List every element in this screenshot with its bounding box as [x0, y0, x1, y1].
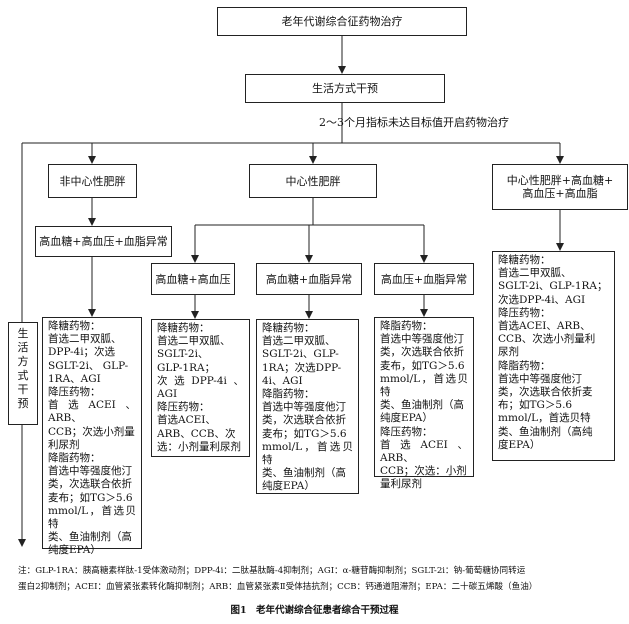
branch-3-label: 高血压+血脂异常 — [380, 272, 468, 286]
lifestyle-side-char: 方 — [17, 355, 29, 368]
drug-text-line: SGLT-2i、GLP- — [262, 348, 339, 361]
drug-text-line: 降脂药物： — [498, 359, 551, 372]
drug-text-line: 类、鱼油制剂（高 — [380, 399, 464, 412]
lifestyle-side-char: 活 — [17, 341, 29, 354]
drug-text-line: 首选中等强度他汀 — [262, 401, 346, 414]
drug-text-line: 麦布；如TG＞5.6 — [48, 491, 133, 504]
drug-text-line: 降压药物： — [380, 425, 433, 438]
drug-text-line: 首选ACEI、ARB、 — [48, 399, 136, 425]
non-central-condition-box: 高血糖+高血压+血脂异常 — [35, 226, 172, 257]
central-obesity-label: 中心性肥胖 — [285, 174, 341, 188]
drug-text-line: mmol/L，首选贝特 — [48, 504, 136, 531]
drug-text-line: 首选ACEI、ARB、 — [380, 438, 468, 465]
branch-1-drug-box: 降糖药物： 首选二甲双胍、 SGLT-2i、 GLP-1RA； 次选DPP-4i… — [151, 319, 250, 457]
lifestyle-side-char: 预 — [17, 397, 29, 410]
drug-text-line: CCB；次选：小剂 — [380, 465, 467, 478]
non-central-drug-box: 降糖药物： 首选二甲双胍、 DPP-4i；次选 SGLT-2i、 GLP- 1R… — [42, 317, 142, 556]
drug-text-line: 纯度EPA） — [48, 544, 101, 557]
drug-text-line: 量利尿剂 — [380, 478, 422, 491]
central-full-label-1: 中心性肥胖+高血糖+ — [506, 174, 614, 187]
title-box: 老年代谢综合征药物治疗 — [217, 7, 467, 36]
footnote-line-1: 注：GLP-1RA：胰高糖素样肽-1受体激动剂；DPP-4i：二肽基肽酶-4抑制… — [18, 566, 526, 576]
central-full-label-2: 高血压+高血脂 — [522, 187, 598, 200]
drug-text-line: 降糖药物： — [48, 320, 101, 332]
drug-text-line: 首选二甲双胍、 — [157, 335, 231, 348]
drug-text-line: 次选DPP-4i、AGI — [498, 293, 586, 306]
condition-label: 2～3个月指标未达目标值开启药物治疗 — [319, 116, 509, 129]
branch-2-drug-box: 降糖药物： 首选二甲双胍、 SGLT-2i、GLP- 1RA；次选DPP- 4i… — [256, 319, 359, 494]
drug-text-line: 降压药物： — [498, 306, 551, 319]
drug-text-line: 类、鱼油制剂（高 — [48, 531, 132, 544]
drug-text-line: 类，次选联合依折 — [262, 414, 346, 427]
lifestyle-box: 生活方式干预 — [245, 74, 445, 103]
drug-text-line: GLP-1RA； — [157, 361, 216, 374]
drug-text-line: 4i、AGI — [262, 374, 303, 387]
drug-text-line: CCB、次选小剂量利 — [498, 333, 596, 346]
drug-text-line: mmol/L，首选贝特 — [380, 372, 468, 399]
lifestyle-side-char: 生 — [17, 327, 29, 340]
drug-text-line: 布；如TG＞5.6 — [498, 399, 573, 412]
figure-caption: 图1 老年代谢综合征患者综合干预过程 — [230, 605, 399, 616]
drug-text-line: CCB；次选小剂量 — [48, 425, 135, 438]
title-text: 老年代谢综合征药物治疗 — [281, 15, 403, 28]
drug-text-line: 首选二甲双胍、 — [48, 333, 122, 346]
drug-text-line: 选：小剂量利尿剂 — [157, 440, 241, 453]
lifestyle-side-box: 生 活 方 式 干 预 — [8, 322, 38, 425]
drug-text-line: 降糖药物： — [262, 322, 315, 334]
drug-text-line: 麦布；如TG＞5.6 — [262, 427, 347, 440]
drug-text-line: 类，次选联合依折 — [380, 346, 464, 359]
drug-text-line: 首选中等强度他汀 — [380, 333, 464, 346]
drug-text-line: SGLT-2i、 — [157, 348, 209, 361]
drug-text-line: 降脂药物： — [380, 320, 433, 332]
drug-text-line: 1RA、AGI — [48, 372, 101, 385]
drug-text-line: 首选ACEI、ARB、 — [498, 320, 591, 333]
drug-text-line: 1RA；次选DPP- — [262, 361, 342, 374]
drug-text-line: 降糖药物： — [498, 254, 551, 266]
branch-1-label: 高血糖+高血压 — [155, 272, 231, 286]
drug-text-line: 降糖药物： — [157, 322, 210, 334]
drug-text-line: SGLT-2i、 GLP- — [48, 359, 129, 372]
branch-1-box: 高血糖+高血压 — [151, 263, 235, 295]
central-full-box: 中心性肥胖+高血糖+ 高血压+高血脂 — [492, 164, 628, 210]
drug-text-line: 尿剂 — [498, 346, 519, 359]
branch-3-box: 高血压+血脂异常 — [374, 263, 474, 295]
flow-connectors — [18, 36, 564, 547]
drug-text-line: 降脂药物： — [48, 452, 101, 465]
drug-text-line: mmol/L，首选贝特 — [498, 412, 591, 425]
drug-text-line: 降压药物： — [157, 401, 210, 414]
drug-text-line: 纯度EPA） — [380, 412, 433, 425]
drug-text-line: SGLT-2i、GLP-1RA； — [498, 280, 608, 293]
drug-text-line: 首选中等强度他汀 — [48, 465, 132, 478]
drug-text-line: 首选二甲双胍、 — [498, 267, 572, 280]
drug-text-line: 类，次选联合依折 — [48, 478, 132, 491]
branch-2-label: 高血糖+血脂异常 — [265, 272, 353, 286]
drug-text-line: 降脂药物： — [262, 388, 315, 401]
drug-text-line: mmol/L，首选贝特 — [262, 440, 353, 467]
non-central-condition-label: 高血糖+高血压+血脂异常 — [39, 235, 168, 248]
drug-text-line: 首选ACEI、 — [157, 414, 216, 427]
lifestyle-text: 生活方式干预 — [312, 82, 378, 95]
non-central-obesity-label: 非中心性肥胖 — [59, 174, 126, 188]
drug-text-line: DPP-4i；次选 — [48, 346, 116, 359]
branch-2-box: 高血糖+血脂异常 — [256, 263, 362, 295]
drug-text-line: 类、鱼油制剂（高 — [262, 467, 346, 480]
drug-text-line: 麦布，如TG＞5.6 — [380, 359, 465, 372]
drug-text-line: 纯度EPA） — [262, 480, 315, 493]
drug-text-line: 类、鱼油制剂（高纯 — [498, 425, 593, 438]
drug-text-line: 降压药物： — [48, 386, 101, 399]
drug-text-line: 次选DPP-4i、AGI — [157, 374, 244, 401]
non-central-obesity-box: 非中心性肥胖 — [48, 164, 137, 198]
drug-text-line: 度EPA） — [498, 438, 541, 451]
drug-text-line: 类，次选联合依折麦 — [498, 386, 593, 399]
central-full-drug-box: 降糖药物： 首选二甲双胍、 SGLT-2i、GLP-1RA； 次选DPP-4i、… — [492, 251, 615, 461]
branch-3-drug-box: 降脂药物： 首选中等强度他汀 类，次选联合依折 麦布，如TG＞5.6 mmol/… — [374, 317, 474, 490]
central-obesity-box: 中心性肥胖 — [249, 164, 377, 198]
drug-text-line: 利尿剂 — [48, 438, 80, 451]
lifestyle-side-char: 干 — [17, 383, 29, 396]
drug-text-line: 首选二甲双胍、 — [262, 335, 336, 348]
lifestyle-side-char: 式 — [17, 369, 29, 382]
footnote-line-2: 蛋白2抑制剂；ACEI：血管紧张素转化酶抑制剂；ARB：血管紧张素Ⅱ受体拮抗剂；… — [18, 582, 538, 592]
drug-text-line: 首选中等强度他汀 — [498, 372, 582, 385]
drug-text-line: ARB、CCB、次 — [157, 427, 236, 440]
